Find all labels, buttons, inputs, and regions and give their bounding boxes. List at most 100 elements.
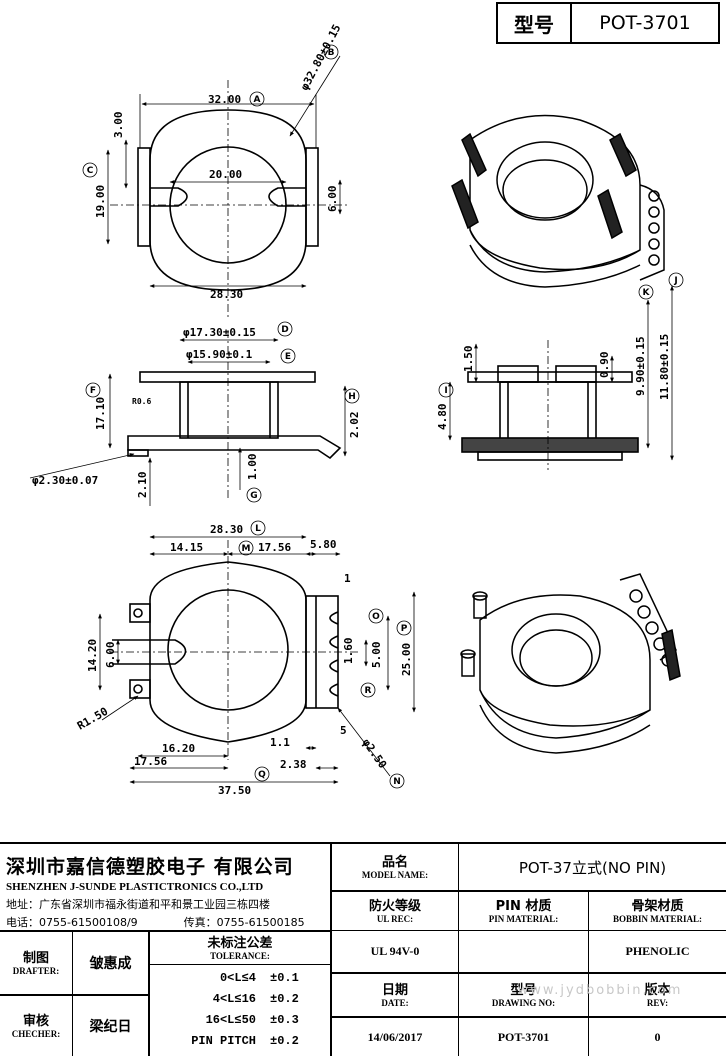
drafter-name: 皱惠成	[89, 956, 132, 972]
dim-right-150: 1.50	[462, 346, 475, 373]
title-block: 深圳市嘉信德塑胶电子 有限公司 SHENZHEN J-SUNDE PLASTIC…	[0, 842, 726, 1056]
date-label: 日期 DATE:	[381, 982, 409, 1008]
model-name-label: 品名 MODEL NAME:	[361, 854, 429, 880]
dim-bot-600: 6.00	[104, 642, 117, 669]
company-block: 深圳市嘉信德塑胶电子 有限公司 SHENZHEN J-SUNDE PLASTIC…	[0, 844, 330, 930]
dim-bot-11: 1.1	[270, 736, 290, 749]
dim-top-19: 19.00	[94, 185, 107, 218]
dim-side-17: 17.10	[94, 397, 107, 430]
pin-value	[459, 931, 588, 972]
dim-bot-580: 5.80	[310, 538, 337, 551]
dim-bot-dia250: φ2.50	[360, 736, 390, 771]
checker-label: 审核 CHECHER:	[11, 1013, 61, 1039]
dim-side-r06: R0.6	[132, 397, 151, 406]
callout-l: L	[255, 524, 261, 534]
callout-b: B	[328, 48, 335, 58]
bobbin-material-label: 骨架材质 BOBBIN MATERIAL:	[612, 898, 703, 924]
dim-side-210: 2.10	[136, 472, 149, 499]
bottom-callouts	[238, 520, 412, 789]
dim-side-1: 1.00	[246, 454, 259, 481]
rev-value: 0	[654, 1029, 661, 1044]
callout-a: A	[254, 95, 261, 105]
callout-q: Q	[258, 770, 266, 780]
tolerance-row: 4<L≤16±0.2	[212, 992, 299, 1006]
dim-right-090: 0.90	[598, 352, 611, 379]
side-callouts	[85, 321, 360, 503]
callout-d: D	[281, 325, 288, 335]
dim-top-dia: φ32.80±0.15	[298, 22, 344, 92]
callout-n: N	[393, 777, 401, 787]
top-view	[110, 80, 350, 320]
tolerance-table: 0<L≤4±0.1 4<L≤16±0.2 16<L≤50±0.3 PIN PIT…	[160, 968, 330, 1052]
dim-top-3: 3.00	[112, 112, 125, 139]
callout-o: O	[372, 612, 380, 622]
callout-m: M	[242, 544, 251, 554]
drawing-no-label: 型号 DRAWING NO:	[491, 982, 556, 1008]
dim-top-width: 32.00	[208, 93, 241, 106]
dim-bot-3750: 37.50	[218, 784, 251, 797]
dim-side-dia17: φ17.30±0.15	[183, 326, 256, 339]
ul-label: 防火等级 UL REC:	[368, 898, 421, 924]
dim-top-20: 20.00	[209, 168, 242, 181]
right-callouts	[438, 272, 684, 398]
callout-p: P	[401, 624, 408, 634]
dim-bot-1756a: 17.56	[258, 541, 291, 554]
ul-value: UL 94V-0	[370, 944, 420, 958]
model-header-label: 型号	[498, 4, 572, 42]
dim-side-pin: φ2.30±0.07	[32, 474, 98, 487]
dim-right-1180: 11.80±0.15	[658, 334, 671, 400]
tolerance-label: 未标注公差 TOLERANCE:	[207, 935, 273, 961]
dim-side-dia15: φ15.90±0.1	[186, 348, 253, 361]
checker-name: 梁纪日	[89, 1019, 132, 1035]
top-view-dims	[106, 55, 342, 288]
dim-bot-238: 2.38	[280, 758, 307, 771]
iso-view-bottom	[460, 573, 681, 754]
dim-bot-1420: 14.20	[86, 639, 99, 672]
dim-top-6: 6.00	[326, 186, 339, 213]
model-header-value: POT-3701	[599, 12, 691, 34]
dim-bot-1620: 16.20	[162, 742, 195, 755]
callout-i: I	[444, 386, 447, 396]
drawing-no-value: POT-3701	[497, 1029, 550, 1044]
drafter-label: 制图 DRAFTER:	[12, 950, 60, 976]
iso-view-top	[451, 114, 665, 288]
dim-right-990: 9.90±0.15	[634, 336, 647, 396]
date-value: 14/06/2017	[367, 1029, 423, 1044]
bottom-view-dims	[98, 535, 416, 784]
company-address: 地址：广东省深圳市福永街道和平和景工业园三栋四楼	[6, 898, 270, 911]
callout-k: K	[643, 288, 651, 298]
model-header: 型号 POT-3701	[496, 2, 720, 44]
pin-material-label: PIN 材质 PIN MATERIAL:	[488, 898, 559, 924]
dim-bot-1415: 14.15	[170, 541, 203, 554]
dim-bot-r150: R1.50	[75, 705, 110, 733]
dim-top-28: 28.30	[210, 288, 243, 301]
side-view	[127, 330, 342, 500]
dim-side-2: 2.02	[348, 412, 361, 439]
dim-bot-500: 5.00	[370, 642, 383, 669]
company-name-en: SHENZHEN J-SUNDE PLASTICTRONICS CO.,LTD	[6, 881, 264, 893]
bobbin-value: PHENOLIC	[625, 944, 690, 958]
callout-r: R	[365, 686, 372, 696]
rev-label: 版本 REV:	[644, 982, 671, 1008]
company-name-cn: 深圳市嘉信德塑胶电子 有限公司	[6, 856, 294, 878]
tolerance-row: 0<L≤4±0.1	[219, 971, 299, 985]
tolerance-row: 16<L≤50±0.3	[205, 1013, 299, 1027]
technical-drawing: 32.00 φ32.80±0.15 3.00 19.00 20.00 6.00 …	[29, 22, 684, 797]
bottom-view	[110, 540, 360, 760]
callout-h: H	[348, 392, 356, 402]
top-callouts	[82, 44, 339, 178]
model-name-value: POT-37立式(NO PIN)	[518, 858, 667, 877]
company-phone: 电话：0755-61500108/9	[6, 916, 138, 929]
dim-bot-5: 5	[340, 724, 347, 737]
company-fax: 传真：0755-61500185	[183, 916, 305, 929]
dim-bot-2830: 28.30	[210, 523, 243, 536]
callout-j: J	[673, 276, 677, 286]
tolerance-row: PIN PITCH±0.2	[191, 1034, 299, 1048]
callout-e: E	[285, 352, 291, 362]
callout-c: C	[87, 166, 94, 176]
right-view	[461, 340, 639, 470]
dim-bot-1756b: 17.56	[134, 755, 167, 768]
callout-g: G	[250, 491, 257, 501]
dim-bot-160: 1.60	[342, 638, 355, 665]
watermark: www.jydbobbin.com	[517, 982, 683, 998]
